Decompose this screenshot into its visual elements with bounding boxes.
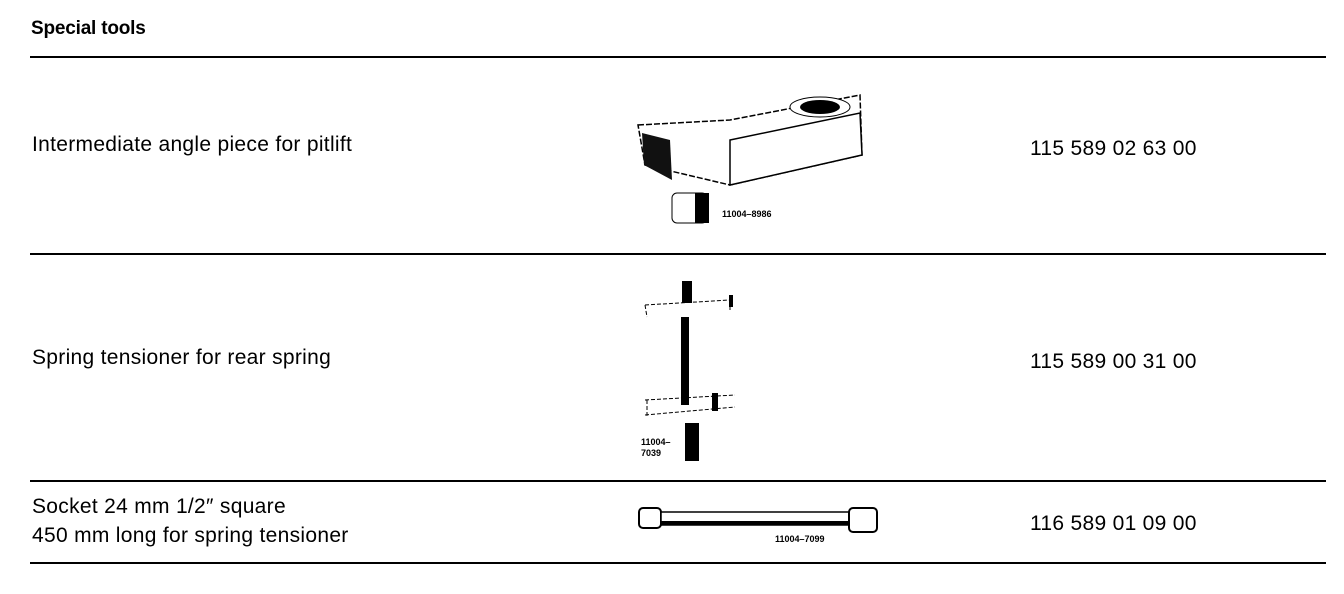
tool-description: Intermediate angle piece for pitlift [32, 133, 353, 156]
tool-description: Spring tensioner for rear spring [32, 346, 332, 369]
part-number: 116 589 01 09 00 [1030, 512, 1197, 535]
part-number: 115 589 00 31 00 [1030, 350, 1197, 373]
angle-piece-illustration: 11004–8986 [637, 94, 863, 224]
divider [30, 562, 1326, 564]
divider [30, 480, 1326, 482]
figure-label: 11004– [641, 437, 671, 447]
figure-label: 7039 [641, 448, 661, 458]
socket-illustration: 11004–7099 [638, 507, 878, 544]
divider [30, 253, 1326, 255]
figure-label: 11004–8986 [722, 209, 772, 219]
figure-label: 11004–7099 [775, 534, 825, 544]
spring-tensioner-illustration: 11004– 7039 [641, 281, 736, 461]
part-number: 115 589 02 63 00 [1030, 137, 1197, 160]
section-title: Special tools [31, 18, 146, 39]
divider [30, 56, 1326, 58]
